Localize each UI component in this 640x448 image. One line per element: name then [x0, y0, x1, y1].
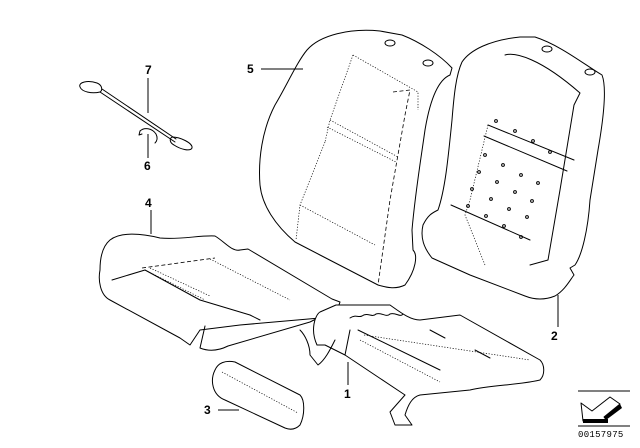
part-6-clip[interactable]: [138, 128, 158, 144]
part-5-backrest-cover[interactable]: [259, 29, 453, 289]
part-3-padded-insert[interactable]: [212, 360, 305, 430]
part-2-backrest[interactable]: [421, 36, 605, 300]
callout-7[interactable]: 7: [145, 63, 152, 77]
callout-1[interactable]: 1: [344, 387, 351, 401]
document-number: 00157975: [578, 430, 624, 440]
part-1-seat-base[interactable]: [299, 304, 545, 426]
callout-2[interactable]: 2: [551, 329, 558, 343]
callout-6[interactable]: 6: [144, 159, 151, 173]
part-7-cable[interactable]: [79, 81, 193, 151]
arrow-down-left-icon[interactable]: [578, 390, 630, 427]
callout-5[interactable]: 5: [247, 62, 254, 76]
callout-3[interactable]: 3: [204, 403, 211, 417]
callout-4[interactable]: 4: [145, 196, 152, 210]
part-4-seat-cushion[interactable]: [98, 233, 341, 351]
perforation-dots: [466, 119, 552, 239]
